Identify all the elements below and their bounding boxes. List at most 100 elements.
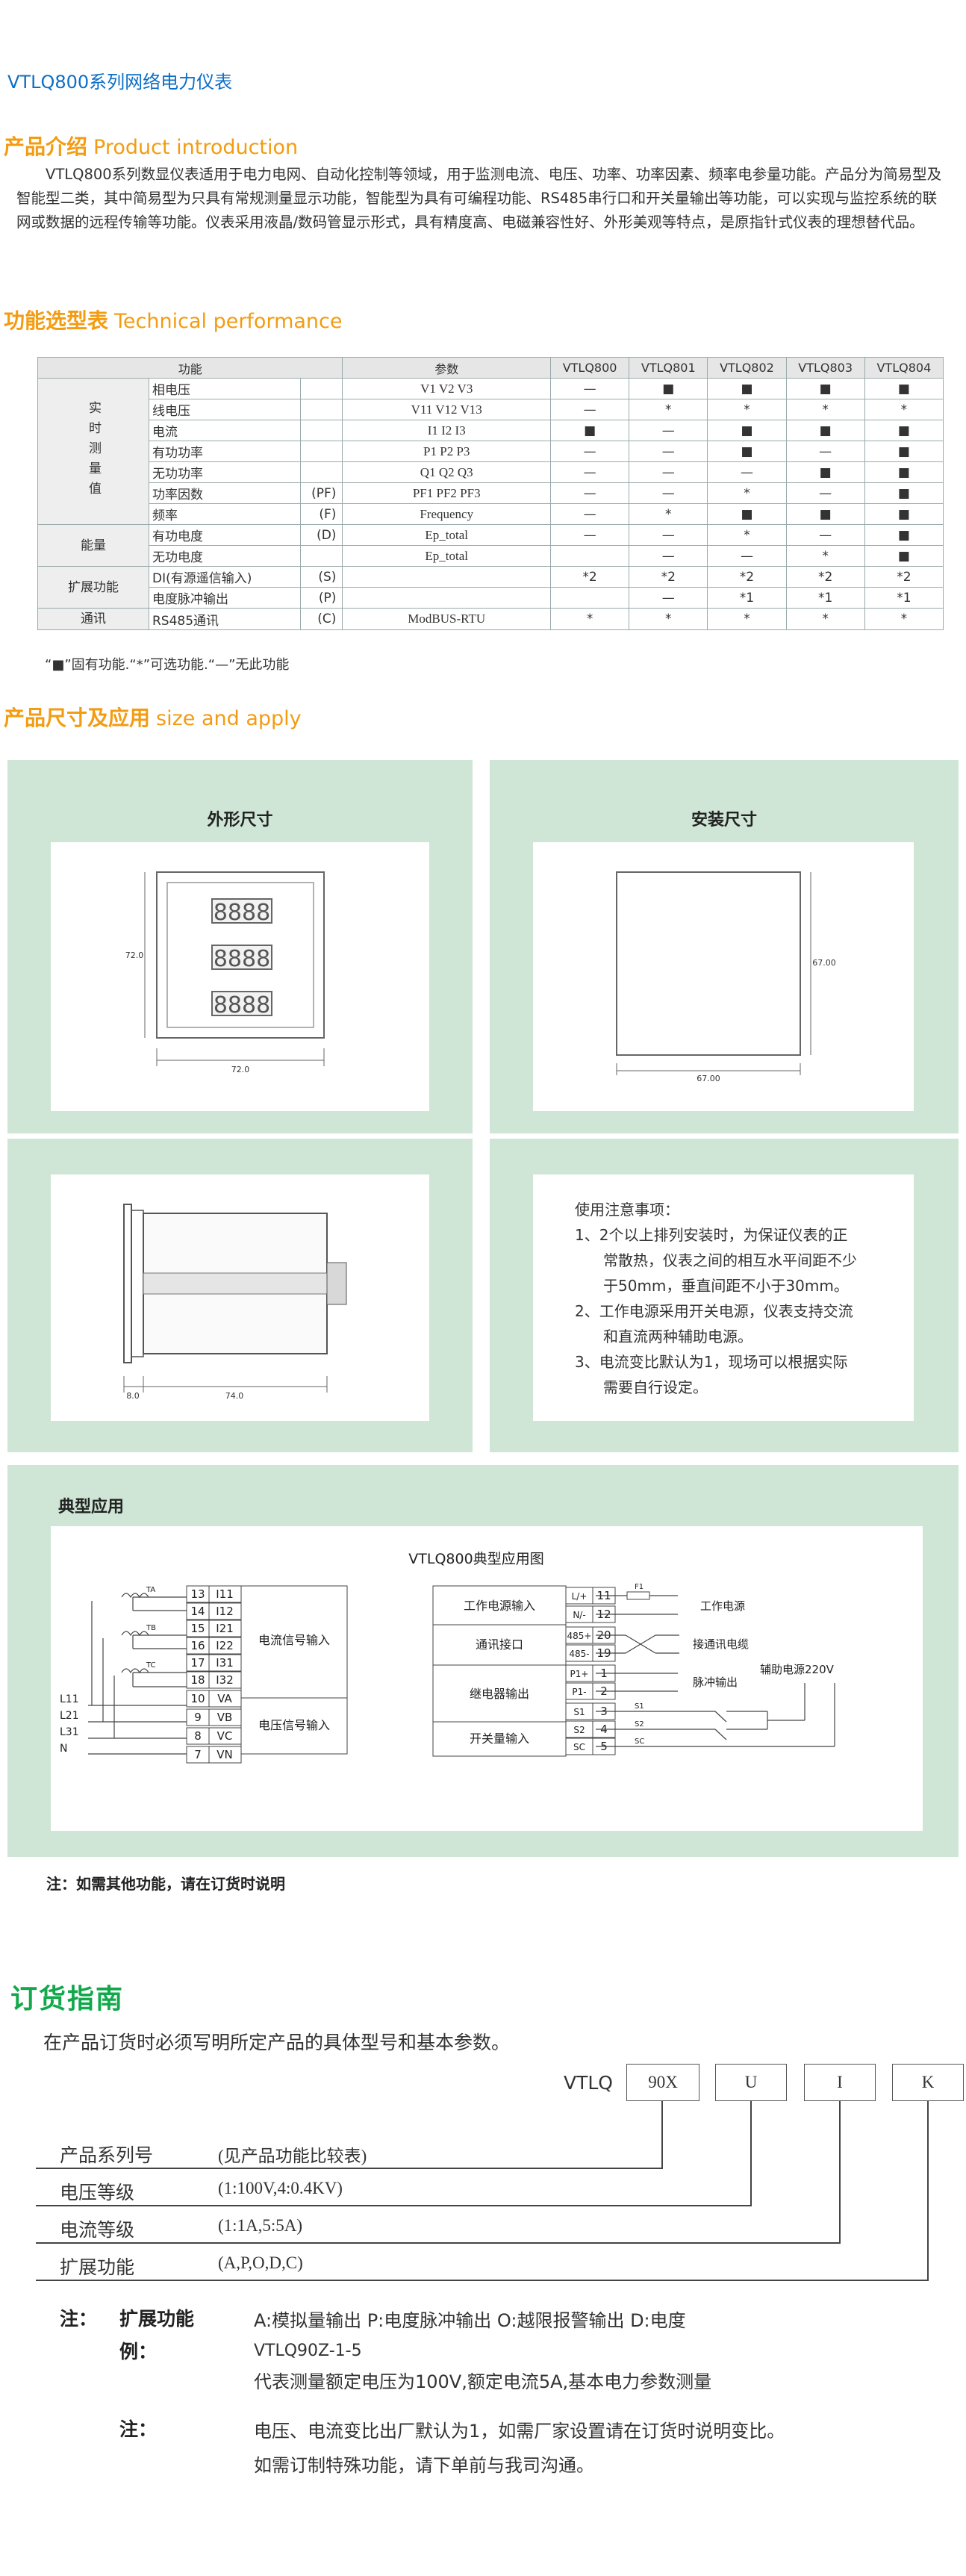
order-row-label: 电压等级 xyxy=(60,2182,135,2203)
order-note2-text: 电压、电流变比出厂默认为1，如需厂家设置请在订货时说明变比。 xyxy=(254,2421,785,2442)
side-depth-b-dim: 74.0 xyxy=(225,1391,244,1401)
feature-mark: — xyxy=(629,545,708,567)
terminal-name: SC xyxy=(573,1742,585,1752)
feature-mark: — xyxy=(549,482,630,504)
order-note-label: 注： xyxy=(60,2308,98,2330)
size-heading-cn: 产品尺寸及应用 xyxy=(4,706,151,730)
aux-power-label: 辅助电源220V xyxy=(760,1663,835,1676)
order-box-voltage: U xyxy=(715,2064,787,2101)
order-heading: 订货指南 xyxy=(10,1984,125,2015)
terminal-name-cell xyxy=(208,1746,242,1764)
side-view-panel: 8.0 74.0 xyxy=(7,1139,473,1452)
feature-mark: — xyxy=(549,441,630,462)
function-name: RS485通讯 xyxy=(149,608,301,630)
outer-size-title: 外形尺寸 xyxy=(207,811,273,830)
terminal-number: 16 xyxy=(190,1639,205,1652)
usage-note-line: 于50mm，垂直间距不小于30mm。 xyxy=(603,1277,849,1295)
function-name: 相电压 xyxy=(149,378,301,399)
function-name: 有功功率 xyxy=(149,441,301,462)
feature-mark: — xyxy=(549,399,630,420)
order-row-value: (1:1A,5:5A) xyxy=(218,2216,303,2235)
feature-mark: — xyxy=(785,524,865,546)
parameter: PF1 PF2 PF3 xyxy=(342,482,551,504)
order-description: 在产品订货时必须写明所定产品的具体型号和基本参数。 xyxy=(43,2032,511,2053)
terminal-number: 7 xyxy=(194,1748,202,1761)
usage-note-line: 常散热，仪表之间的相互水平间距不少 xyxy=(603,1251,857,1269)
order-box-series: 90X xyxy=(626,2064,699,2101)
terminal-number: 10 xyxy=(190,1692,205,1705)
order-row-value: (A,P,O,D,C) xyxy=(218,2253,303,2272)
line-label-l21: L21 xyxy=(60,1710,79,1722)
install-size-title: 安装尺寸 xyxy=(691,811,757,830)
feature-mark: *1 xyxy=(864,587,944,609)
install-size-drawing: 67.00 67.00 xyxy=(616,871,836,1083)
comm-cable-label: 接通讯电缆 xyxy=(693,1637,749,1651)
terminal-number: 9 xyxy=(194,1711,202,1724)
svg-text:8888: 8888 xyxy=(214,900,270,926)
feature-mark: ■ xyxy=(707,378,787,399)
tech-heading-en: Technical performance xyxy=(114,310,343,333)
terminal-name: VA xyxy=(217,1692,232,1705)
terminal-name: N/- xyxy=(573,1610,585,1620)
function-name: 线电压 xyxy=(149,399,301,420)
example-text: 代表测量额定电压为100V,额定电流5A,基本电力参数测量 xyxy=(254,2371,712,2392)
power-source-label: 工作电源 xyxy=(700,1599,745,1613)
parameter: P1 P2 P3 xyxy=(342,441,551,462)
feature-mark: *1 xyxy=(785,587,865,609)
col-header-vtlq802: VTLQ802 xyxy=(707,357,787,379)
current-input-label: 电流信号输入 xyxy=(258,1633,330,1647)
feature-mark: — xyxy=(549,461,630,483)
feature-mark xyxy=(549,587,630,609)
voltage-input-label: 电压信号输入 xyxy=(258,1718,330,1732)
order-row-line xyxy=(36,2205,752,2206)
parameter: Ep_total xyxy=(342,545,551,567)
notes-panel: 使用注意事项： 1、2个以上排列安装时，为保证仪表的正 常散热，仪表之间的相互水… xyxy=(490,1139,959,1452)
usage-note-line: 3、电流变比默认为1，现场可以根据实际 xyxy=(575,1353,848,1371)
ct-label-b: TB xyxy=(146,1624,156,1632)
feature-mark: *1 xyxy=(707,587,787,609)
usage-note-line: 和直流两种辅助电源。 xyxy=(603,1328,752,1345)
outer-height-dim: 72.0 xyxy=(125,951,144,960)
footnote-other-functions: 注：如需其他功能，请在订货时说明 xyxy=(46,1875,285,1893)
intro-text: VTLQ800系列数显仪表适用于电力电网、自动化控制等领域，用于监测电流、电压、… xyxy=(16,166,942,231)
feature-mark: — xyxy=(629,420,708,441)
function-table: 功能 参数 VTLQ800 VTLQ801 VTLQ802 VTLQ803 VT… xyxy=(37,357,944,630)
feature-mark: — xyxy=(549,378,630,399)
order-note3-text: 如需订制特殊功能，请下单前与我司沟通。 xyxy=(254,2455,594,2476)
intro-heading-cn: 产品介绍 xyxy=(4,134,88,159)
feature-mark: *2 xyxy=(785,566,865,588)
parameter: I1 I2 I3 xyxy=(342,420,551,441)
order-row-line xyxy=(36,2242,841,2244)
col-header-param: 参数 xyxy=(342,357,551,379)
feature-mark: * xyxy=(785,608,865,630)
svg-text:8888: 8888 xyxy=(214,992,270,1018)
function-code: (PF) xyxy=(299,482,343,504)
feature-mark: — xyxy=(549,503,630,525)
function-code: (P) xyxy=(299,587,343,609)
table-row: 电度脉冲输出(P)—*1*1*1 xyxy=(38,587,944,609)
feature-mark: — xyxy=(629,461,708,483)
usage-notes-title: 使用注意事项： xyxy=(575,1201,679,1219)
table-header-row: 功能 参数 VTLQ800 VTLQ801 VTLQ802 VTLQ803 VT… xyxy=(37,357,944,379)
feature-mark: ■ xyxy=(707,441,787,462)
terminal-name: L/+ xyxy=(572,1591,588,1602)
order-row-line xyxy=(36,2168,663,2169)
feature-mark: *2 xyxy=(549,566,630,588)
parameter: V11 V12 V13 xyxy=(342,399,551,420)
feature-mark: — xyxy=(629,524,708,546)
feature-mark: ■ xyxy=(707,503,787,525)
feature-mark: — xyxy=(629,482,708,504)
tech-heading-cn: 功能选型表 xyxy=(4,308,109,333)
parameter: V1 V2 V3 xyxy=(342,378,551,399)
function-code xyxy=(299,420,343,441)
usage-notes: 使用注意事项： 1、2个以上排列安装时，为保证仪表的正 常散热，仪表之间的相互水… xyxy=(533,1175,914,1421)
order-row-label: 电流等级 xyxy=(60,2219,135,2241)
install-width-dim: 67.00 xyxy=(697,1074,720,1083)
